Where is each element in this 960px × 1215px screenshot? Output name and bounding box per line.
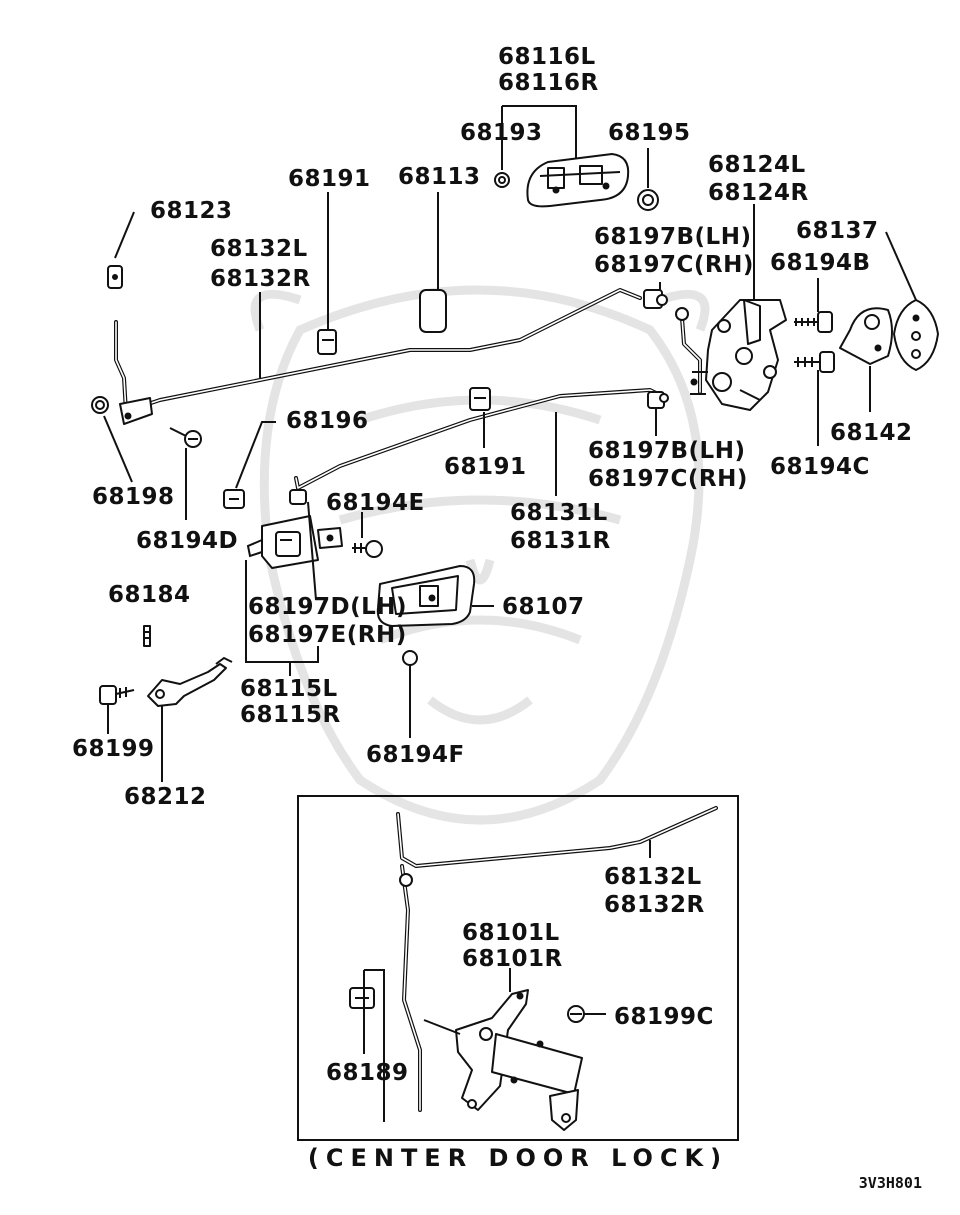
- label-68194B: 68194B: [770, 250, 871, 276]
- clip-68196: [223, 489, 245, 509]
- label-68115L: 68115L: [240, 676, 338, 702]
- label-68101R: 68101R: [462, 946, 563, 972]
- escutcheon-68107: [376, 565, 476, 627]
- rod-clip-68197-mid: [647, 391, 669, 409]
- label-68115R: 68115R: [240, 702, 341, 728]
- rod-68132-center: [396, 806, 718, 1112]
- label-68198: 68198: [92, 484, 175, 510]
- leader-68123: [114, 211, 135, 259]
- label-68194D: 68194D: [136, 528, 238, 554]
- screw-68194D: [169, 427, 202, 448]
- lock-actuator-68101: [423, 989, 583, 1131]
- lock-lever-assembly: [114, 320, 153, 425]
- label-68199: 68199: [72, 736, 155, 762]
- leader-68198: [103, 415, 133, 483]
- label-68132R-top: 68132R: [210, 266, 311, 292]
- screw-68194F: [402, 650, 418, 672]
- label-68184: 68184: [108, 582, 191, 608]
- leader-68116: [501, 105, 577, 170]
- label-68194E: 68194E: [326, 490, 425, 516]
- label-68212: 68212: [124, 784, 207, 810]
- label-68197C-mid: 68197C(RH): [588, 466, 748, 492]
- rod-clip-68197-top: [643, 289, 668, 309]
- rod-clip-68197D: [289, 489, 307, 505]
- label-68107: 68107: [502, 594, 585, 620]
- clip-68189: [349, 987, 375, 1009]
- label-68194C: 68194C: [770, 454, 870, 480]
- rod-clip-68191-top: [317, 329, 337, 355]
- clip-68193: [494, 172, 510, 188]
- label-68195: 68195: [608, 120, 691, 146]
- label-68131L: 68131L: [510, 500, 608, 526]
- label-68194F: 68194F: [366, 742, 465, 768]
- label-68116L: 68116L: [498, 44, 596, 70]
- screw-68194E: [352, 540, 383, 558]
- label-68191-top: 68191: [288, 166, 371, 192]
- striker-68142: [839, 307, 893, 365]
- label-68189: 68189: [326, 1060, 409, 1086]
- clip-68123: [107, 265, 123, 289]
- leader-68196: [235, 421, 276, 489]
- label-68124L: 68124L: [708, 152, 806, 178]
- label-68197E: 68197E(RH): [248, 622, 407, 648]
- part-number-labels: 68116L 68116R 68193 68195 68191 68113 68…: [72, 44, 913, 1086]
- outside-handle-68116: [526, 153, 630, 208]
- label-68197B-mid: 68197B(LH): [588, 438, 745, 464]
- rod-clip-68191-mid: [469, 387, 491, 411]
- label-68132L-top: 68132L: [210, 236, 308, 262]
- label-68199C: 68199C: [614, 1004, 714, 1030]
- caption-center-door-lock: (CENTER DOOR LOCK): [308, 1144, 728, 1172]
- label-68137: 68137: [796, 218, 879, 244]
- inside-handle-68115: [246, 515, 343, 569]
- bolt-68199: [99, 685, 135, 705]
- label-68131R: 68131R: [510, 528, 611, 554]
- pad-68113: [419, 289, 447, 333]
- grommet-68195: [637, 189, 659, 211]
- label-68193: 68193: [460, 120, 543, 146]
- leader-68137: [885, 231, 917, 301]
- label-68197C-top: 68197C(RH): [594, 252, 754, 278]
- screw-68199C: [567, 1005, 585, 1023]
- drawing-code: 3V3H801: [859, 1174, 922, 1192]
- label-68142: 68142: [830, 420, 913, 446]
- label-68132R-center: 68132R: [604, 892, 705, 918]
- label-68132L-center: 68132L: [604, 864, 702, 890]
- screw-68194C: [794, 351, 835, 373]
- rod-68131: [294, 388, 664, 490]
- pin-68184: [143, 625, 151, 647]
- bracket-68212: [147, 656, 233, 707]
- door-latch-68124: [690, 299, 787, 411]
- leader-68189: [363, 969, 385, 1122]
- leader-68197D: [307, 501, 317, 601]
- label-68196: 68196: [286, 408, 369, 434]
- center-door-lock-frame: [297, 795, 739, 1141]
- latch-link: [675, 307, 702, 394]
- label-68124R: 68124R: [708, 180, 809, 206]
- rod-68132-top: [128, 288, 642, 412]
- label-68191-mid: 68191: [444, 454, 527, 480]
- label-68197D: 68197D(LH): [248, 594, 407, 620]
- label-68113: 68113: [398, 164, 481, 190]
- label-68101L: 68101L: [462, 920, 560, 946]
- label-68197B-top: 68197B(LH): [594, 224, 751, 250]
- leader-68115: [245, 560, 319, 676]
- label-68123: 68123: [150, 198, 233, 224]
- shim-68137: [893, 299, 939, 371]
- grommet-68198: [91, 396, 109, 414]
- label-68116R: 68116R: [498, 70, 599, 96]
- screw-68194B: [794, 311, 833, 333]
